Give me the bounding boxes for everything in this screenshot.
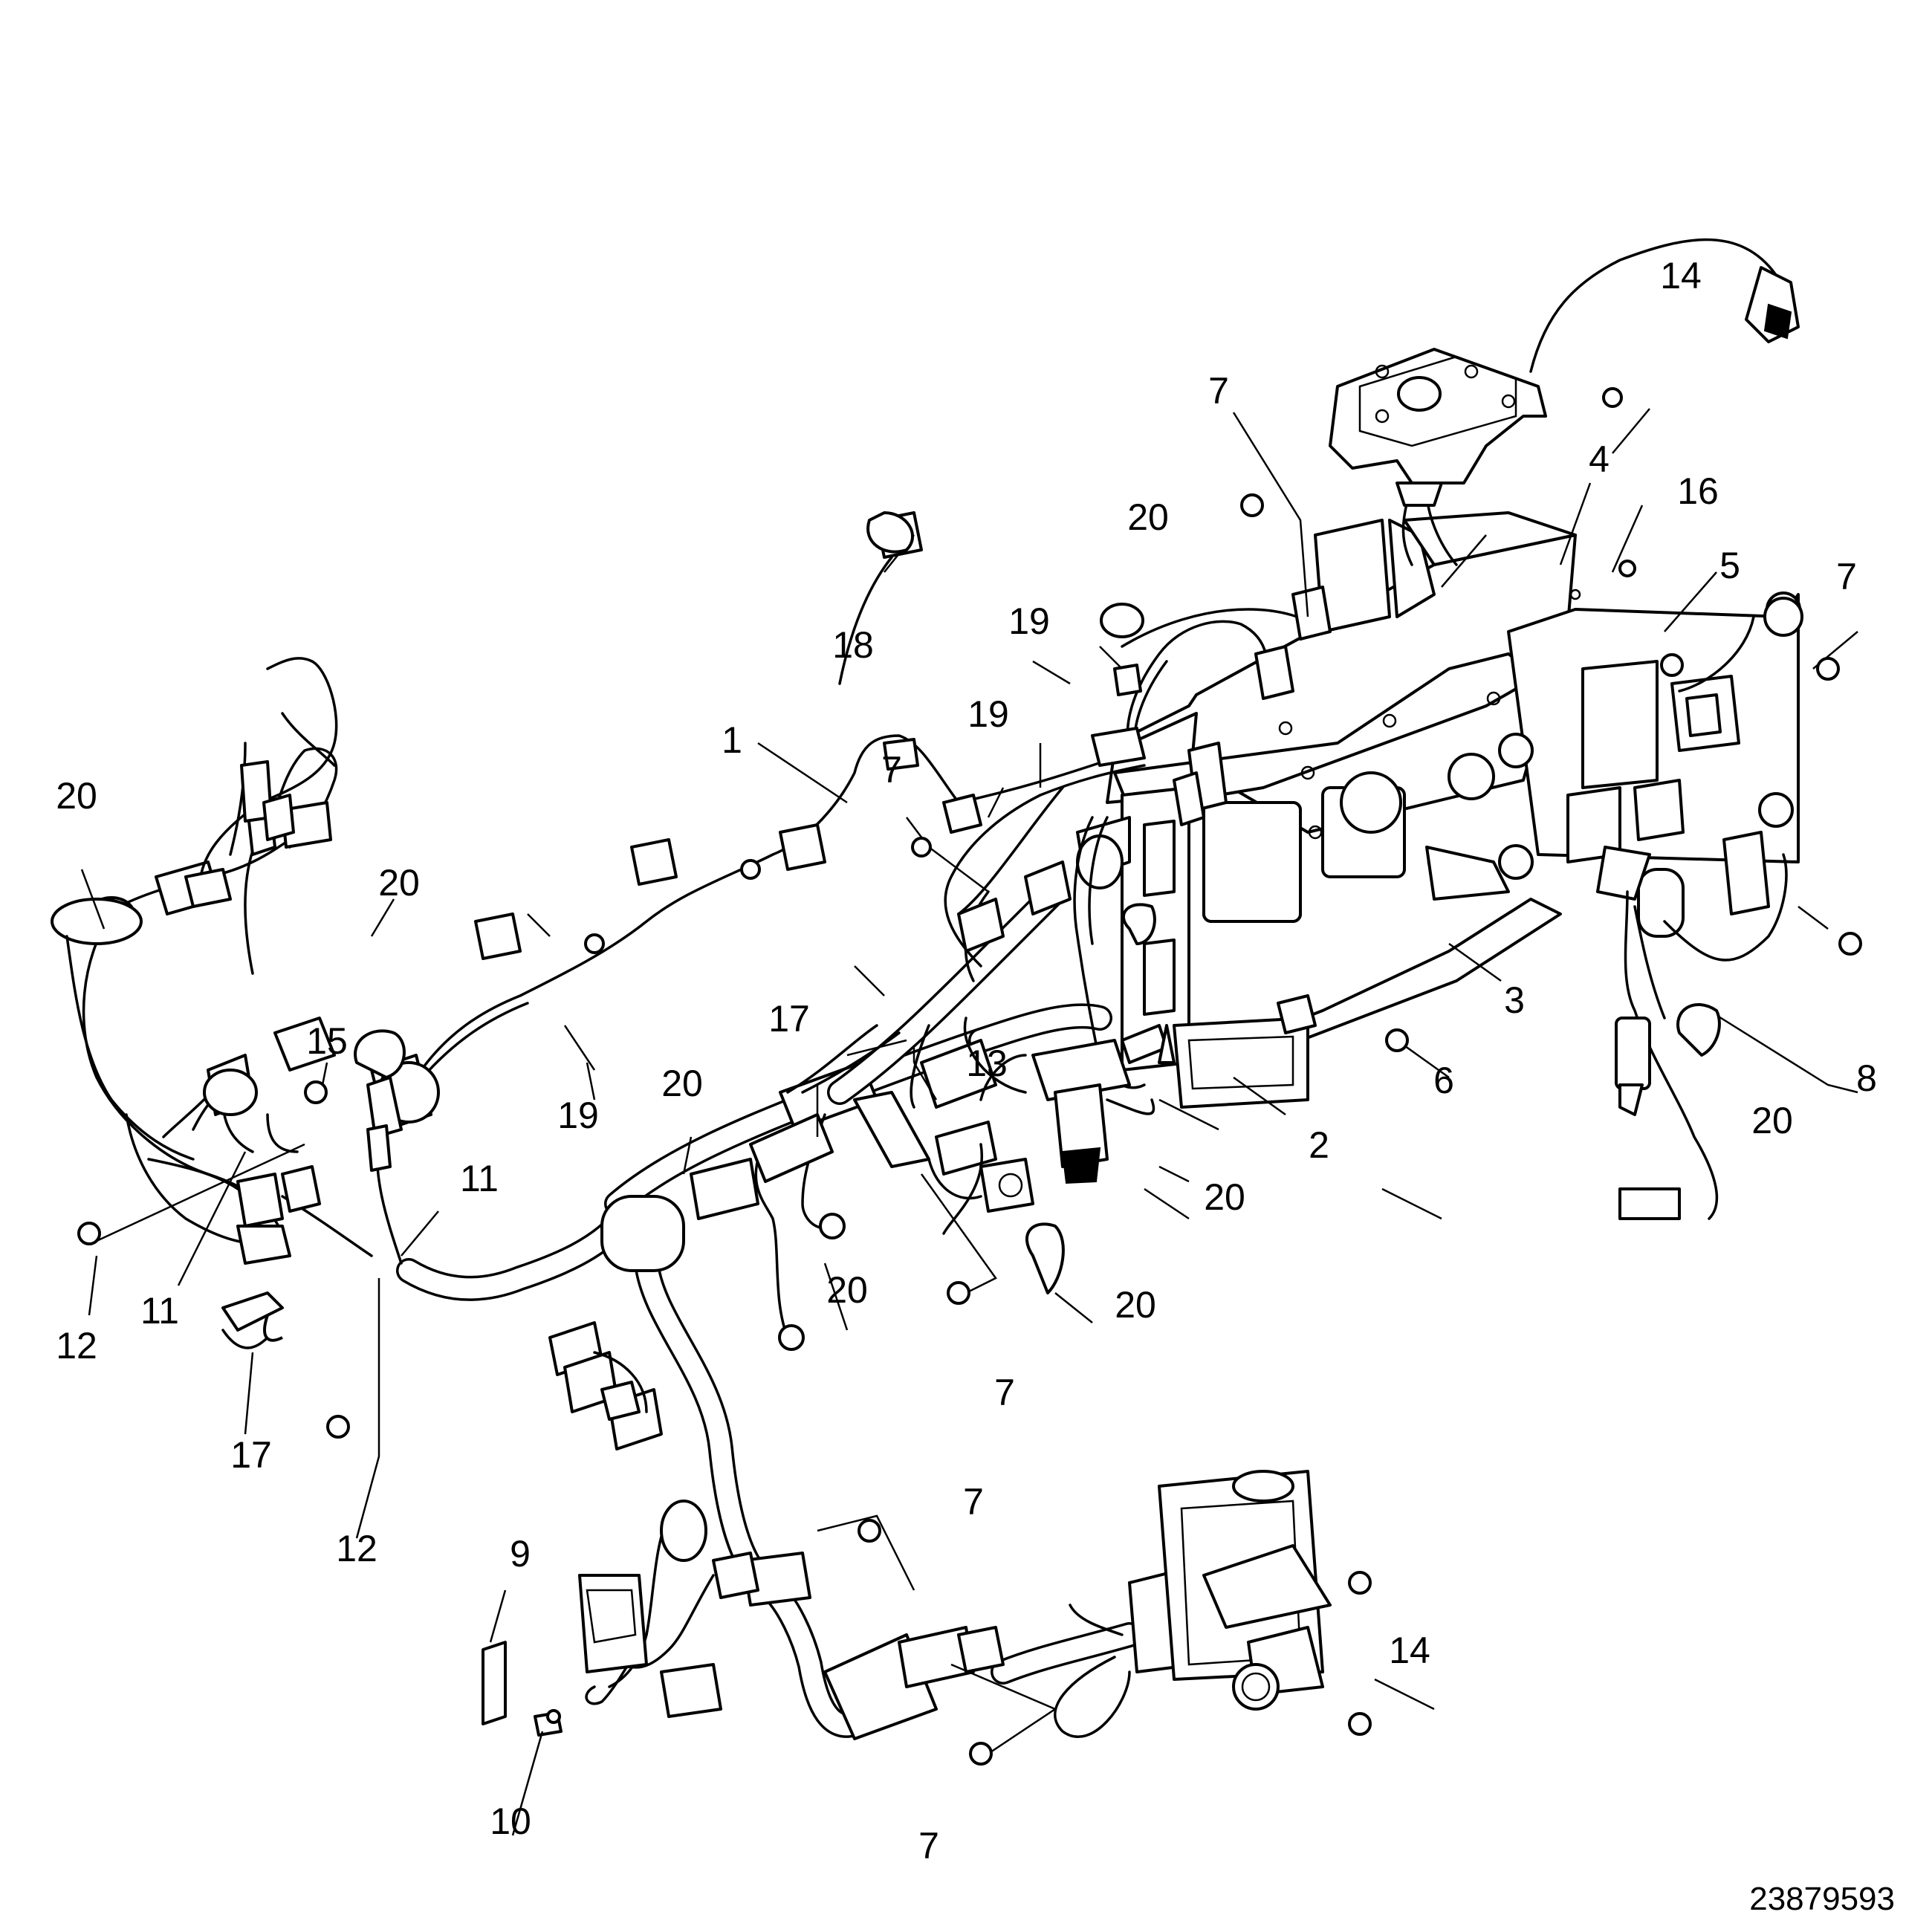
callout-7-center: 7 [881,749,902,791]
callout-7-lower: 7 [963,1481,984,1523]
callout-11-right: 11 [460,1158,499,1199]
callout-5: 5 [1719,545,1740,586]
callout-20-right: 20 [1204,1176,1245,1218]
callout-7-right: 7 [1836,556,1857,597]
callout-13: 13 [966,1043,1008,1084]
callout-17-left: 17 [230,1434,272,1476]
callout-12-left: 12 [56,1325,97,1367]
callout-1: 1 [722,719,742,761]
upper-center-branch [1091,586,1332,826]
right-harness-branch [1615,597,1803,1220]
callout-labels: 1 2 3 4 5 6 7 7 7 7 7 7 8 9 10 11 11 12 … [56,255,1877,1867]
callout-4: 4 [1589,438,1610,480]
center-harness [754,764,1317,1351]
callout-19-center: 19 [967,693,1009,735]
upper-right-bracket [1329,238,1800,566]
callout-2: 2 [1309,1124,1329,1166]
callout-15: 15 [306,1020,348,1062]
lower-left-branch [482,1500,759,1737]
callout-18: 18 [832,624,874,666]
callout-17-center: 17 [768,998,810,1040]
callout-6: 6 [1433,1060,1454,1101]
hardware [77,387,1862,1766]
callout-20-left: 20 [378,862,420,904]
callout-20-farright: 20 [1751,1100,1793,1141]
callout-20-top: 20 [1127,496,1169,538]
callout-3: 3 [1504,979,1525,1021]
misc-left-parts [221,511,923,1450]
callout-9: 9 [510,1533,531,1575]
callout-7-top: 7 [1208,370,1229,412]
callout-19-left: 19 [557,1095,599,1136]
callout-19-upper: 19 [1008,600,1050,642]
left-upper-branch [366,734,1116,1265]
callout-14-bottom: 14 [1389,1630,1430,1671]
callout-11-left: 11 [140,1290,179,1332]
loose-clips [263,511,1721,1342]
callout-12-bottom: 12 [336,1528,377,1569]
callout-20-clip: 20 [1115,1284,1156,1326]
callout-8: 8 [1856,1057,1877,1099]
callout-7-bottom: 7 [918,1825,939,1867]
upper-left-branch [51,657,338,1161]
leader-lines [80,408,1858,1836]
callout-20-farleft: 20 [56,775,97,817]
callout-20-mid: 20 [661,1063,703,1104]
callout-14-top: 14 [1660,255,1702,296]
callout-16: 16 [1677,470,1719,512]
document-number: 23879593 [1749,1881,1895,1917]
callout-20-center: 20 [826,1269,868,1311]
callout-7-mid: 7 [994,1372,1015,1413]
callout-10: 10 [490,1800,531,1842]
